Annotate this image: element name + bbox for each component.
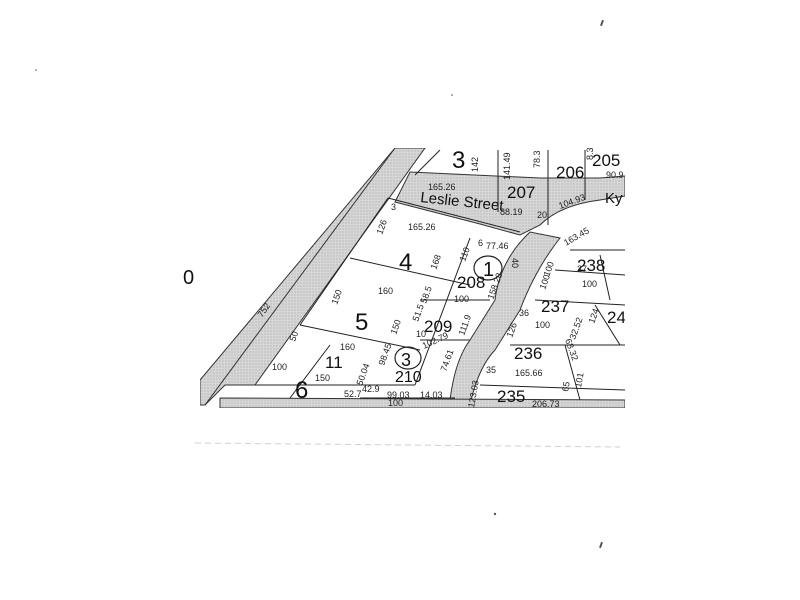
lot-207: 207 <box>507 183 535 202</box>
dimension-label: 36 <box>519 308 529 318</box>
dimension-label: 110 <box>457 246 471 263</box>
dimension-label: 101 <box>573 372 585 389</box>
dimension-label: 165.26 <box>428 182 456 192</box>
road-diagonal <box>200 148 426 406</box>
dimension-label: 99.03 <box>387 390 410 400</box>
lot-238: 238 <box>577 256 605 275</box>
dimension-label: 100 <box>272 362 287 372</box>
road-leslie-street <box>394 171 625 236</box>
dimension-label: 1 <box>483 259 494 281</box>
lot-208: 208 <box>457 273 485 292</box>
dimension-label: 168 <box>428 253 443 271</box>
dimension-label: 68.32 <box>563 337 580 362</box>
dimension-label: 142 <box>470 157 480 172</box>
circle-marker-1: 1 <box>473 255 503 281</box>
dimension-label: 100 <box>582 279 597 289</box>
dimension-label: 58.5 <box>418 285 433 305</box>
dimension-label: 35 <box>486 365 496 375</box>
dimension-label: 65 <box>560 381 572 393</box>
dimension-label: 150 <box>329 288 344 306</box>
map-body: 1 3 3 205 206 207 4 208 238 237 24 5 209… <box>200 142 626 409</box>
lot-11: 11 <box>325 353 343 372</box>
dimension-label: 163.45 <box>562 225 591 247</box>
lot-lines <box>255 149 625 401</box>
scan-line <box>194 442 621 448</box>
dimension-label: 100 <box>537 273 552 291</box>
lot-235: 235 <box>497 387 525 406</box>
dimension-label: 124 <box>586 307 601 325</box>
dimension-label: 90.9 <box>606 170 624 180</box>
dimension-label: 111.9 <box>456 313 473 336</box>
dimension-label: 14.03 <box>420 390 443 400</box>
dimension-label: 74.61 <box>438 348 455 373</box>
margin-mark: 0 <box>183 267 194 289</box>
dimension-label: 3 <box>401 350 411 370</box>
dimension-label: 77.46 <box>486 241 509 251</box>
street-label-partial: Ky <box>605 190 623 207</box>
dimension-label: 40 <box>510 258 520 268</box>
dimension-label: 32.52 <box>567 316 584 341</box>
dimension-label: 88.19 <box>500 207 523 217</box>
dimension-label: 78.3 <box>532 150 542 168</box>
dimension-label: 150 <box>388 318 403 336</box>
dimension-label: 126 <box>504 321 519 339</box>
lot-210: 210 <box>395 369 422 386</box>
dimension-label: 206.73 <box>532 399 560 409</box>
dimension-label: 165.26 <box>408 222 436 232</box>
lot-6: 6 <box>295 377 308 404</box>
dimension-label: 100 <box>535 320 550 330</box>
lot-24: 24 <box>607 308 626 327</box>
dimension-label: 165.66 <box>515 368 543 378</box>
dimension-label: 100 <box>388 398 403 408</box>
dimension-label: 37 <box>577 264 587 274</box>
scan-speckles <box>35 19 604 549</box>
dimension-label: 126 <box>374 218 389 236</box>
dimension-label: 100 <box>454 294 469 304</box>
dimension-label: 160 <box>340 342 355 352</box>
road-bottom <box>219 397 625 408</box>
dimension-label: 141.49 <box>502 152 512 180</box>
dimension-label: 160 <box>378 286 393 296</box>
dimension-label: 52.7 <box>344 389 362 399</box>
lot-205: 205 <box>592 151 620 170</box>
dimension-label: 8.33 <box>585 142 595 160</box>
dimension-label: 150 <box>315 373 330 383</box>
lot-236: 236 <box>514 344 542 363</box>
dimension-label: 50.04 <box>354 362 371 387</box>
dimension-label: 10 <box>416 329 426 339</box>
lot-5: 5 <box>355 309 368 336</box>
lot-206: 206 <box>556 163 584 182</box>
dimension-label: 123.03 <box>466 379 481 408</box>
road-diagonal-edge <box>204 148 396 406</box>
lot-209: 209 <box>424 317 452 336</box>
lot-237: 237 <box>541 297 569 316</box>
lot-3: 3 <box>452 147 465 174</box>
dimension-label: 6 <box>478 238 483 248</box>
dimension-label: 50 <box>287 330 300 343</box>
lot-4: 4 <box>399 249 412 276</box>
dimension-label: 20 <box>537 210 547 220</box>
dimension-label: 98.45 <box>376 342 393 367</box>
dimension-label: 100 <box>541 260 556 278</box>
lot-numbers: 3 205 206 207 4 208 238 237 24 5 209 236… <box>295 147 626 406</box>
dimension-label: 42.9 <box>362 384 380 394</box>
dimension-label: 3 <box>391 202 396 212</box>
circle-marker-3: 3 <box>394 346 422 370</box>
